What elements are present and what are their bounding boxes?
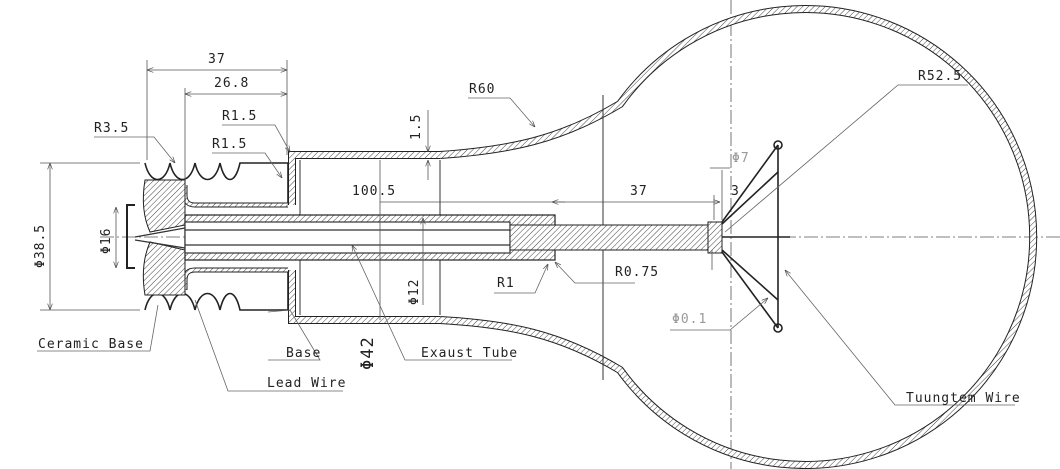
dim-phi-42: Φ42: [358, 336, 378, 370]
dim-1-5: 1.5: [409, 114, 424, 140]
dim-phi-38-5: Φ38.5: [33, 224, 48, 268]
dim-r0-75: R0.75: [615, 265, 659, 280]
neck-tube: [288, 151, 441, 324]
callout-base: Base: [286, 346, 321, 361]
dimension-lines: [40, 60, 730, 320]
dim-phi-16: Φ16: [99, 228, 114, 254]
dim-r60: R60: [469, 82, 495, 97]
dim-phi-7: Φ7: [732, 151, 750, 166]
callout-tungsten-wire: Tuungtem Wire: [906, 391, 1021, 406]
dim-100-5: 100.5: [352, 184, 396, 199]
dim-phi-12: Φ12: [407, 279, 422, 305]
dim-r1-5-inner: R1.5: [212, 137, 247, 152]
dim-phi-0-1: Φ0.1: [672, 312, 707, 327]
dim-37-base: 37: [208, 52, 226, 67]
ceramic-base: [126, 179, 186, 296]
dim-r52-5: R52.5: [918, 69, 962, 84]
callout-lead-wire: Lead Wire: [267, 376, 346, 391]
dim-3: 3: [731, 184, 740, 199]
dim-r1-5-outer: R1.5: [222, 109, 257, 124]
callout-ceramic-base: Ceramic Base: [38, 337, 144, 352]
callout-exhaust-tube: Exaust Tube: [421, 346, 518, 361]
exhaust-tube: [134, 214, 556, 261]
tungsten-filament: [721, 140, 790, 333]
leader-lines: [37, 84, 1015, 406]
dim-26-8: 26.8: [214, 76, 249, 91]
stem-rod: [509, 221, 723, 254]
dim-37-stem: 37: [630, 184, 648, 199]
dim-r3-5: R3.5: [94, 121, 129, 136]
dim-r1: R1: [497, 276, 515, 291]
